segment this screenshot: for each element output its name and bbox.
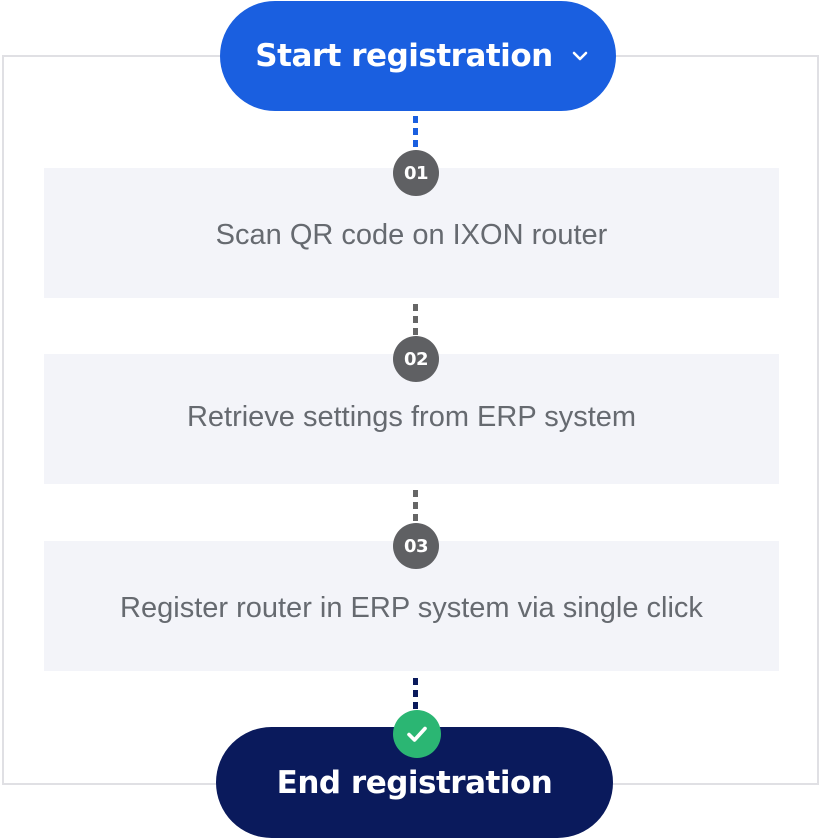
step-text: Scan QR code on IXON router: [215, 218, 608, 251]
connector-line: [413, 678, 418, 712]
step-text: Register router in ERP system via single…: [120, 591, 703, 624]
step-number-badge: 03: [393, 523, 439, 569]
connector-line: [413, 116, 418, 152]
connector-line: [413, 304, 418, 340]
step-text: Retrieve settings from ERP system: [186, 400, 637, 433]
step-number-badge: 01: [393, 150, 439, 196]
chevron-down-icon: [572, 51, 587, 61]
step-number-badge: 02: [393, 336, 439, 382]
start-registration-button[interactable]: Start registration: [220, 1, 616, 111]
connector-line: [413, 490, 418, 526]
end-registration-label: End registration: [276, 764, 553, 801]
check-icon: [393, 710, 441, 758]
start-registration-label: Start registration: [255, 38, 553, 74]
